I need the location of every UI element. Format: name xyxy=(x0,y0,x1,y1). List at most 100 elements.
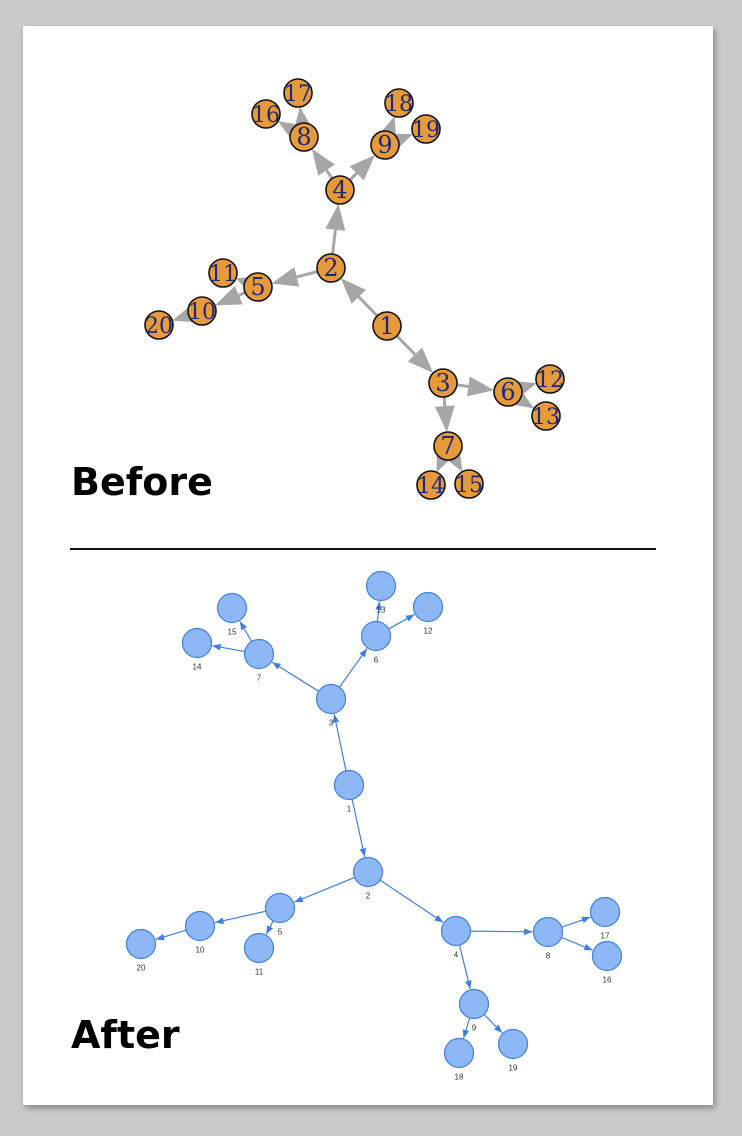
before-node-13: 13 xyxy=(531,401,561,431)
after-node-label: 17 xyxy=(601,932,610,941)
after-node-20[interactable]: 20 xyxy=(125,928,157,973)
before-node-7: 7 xyxy=(433,431,463,461)
edge-3-6 xyxy=(456,376,495,397)
after-node-label: 4 xyxy=(454,951,459,960)
before-node-label: 17 xyxy=(284,82,312,107)
divider xyxy=(70,548,656,550)
after-node-label: 12 xyxy=(424,627,433,636)
edge-1-3 xyxy=(395,334,434,374)
edge-7-15 xyxy=(239,621,253,642)
after-node-4[interactable]: 4 xyxy=(440,915,472,960)
edge-6-13 xyxy=(375,601,382,622)
before-node-2: 2 xyxy=(316,253,346,283)
before-node-8: 8 xyxy=(289,122,319,152)
after-node-11[interactable]: 11 xyxy=(243,932,275,977)
before-node-4: 4 xyxy=(325,175,355,205)
edge-4-9 xyxy=(458,944,472,990)
edge-5-10 xyxy=(214,286,246,306)
after-node-label: 9 xyxy=(472,1024,477,1033)
before-node-label: 8 xyxy=(296,123,311,151)
before-node-3: 3 xyxy=(428,368,458,398)
before-node-label: 20 xyxy=(145,314,173,339)
edge-5-11 xyxy=(265,920,274,935)
after-node-15[interactable]: 15 xyxy=(216,592,248,637)
before-node-label: 2 xyxy=(323,254,338,282)
after-node-label: 13 xyxy=(377,606,386,615)
after-node-2[interactable]: 2 xyxy=(352,856,384,901)
after-node-12[interactable]: 12 xyxy=(412,591,444,636)
edge-3-7 xyxy=(434,396,455,433)
after-node-label: 15 xyxy=(228,628,237,637)
after-node-label: 1 xyxy=(347,805,352,814)
edge-2-5 xyxy=(294,876,355,903)
edge-3-6 xyxy=(338,648,368,688)
before-node-label: 6 xyxy=(500,378,515,406)
after-node-label: 3 xyxy=(329,719,334,728)
edge-1-2 xyxy=(340,278,379,317)
edge-6-12 xyxy=(388,614,415,630)
before-node-17: 17 xyxy=(283,78,313,108)
after-node-label: 7 xyxy=(257,674,262,683)
after-node-label: 2 xyxy=(366,892,371,901)
after-node-13[interactable]: 13 xyxy=(365,570,397,615)
after-node-label: 18 xyxy=(455,1073,464,1082)
after-node-6[interactable]: 6 xyxy=(360,620,392,665)
after-node-5[interactable]: 5 xyxy=(264,892,296,937)
after-label: After xyxy=(71,1013,180,1057)
edge-2-4 xyxy=(325,203,346,255)
before-node-14: 14 xyxy=(416,470,446,500)
before-node-label: 11 xyxy=(209,262,237,287)
after-node-label: 6 xyxy=(374,656,379,665)
after-node-19[interactable]: 19 xyxy=(497,1028,529,1073)
edge-5-10 xyxy=(214,910,266,925)
before-node-16: 16 xyxy=(251,99,281,129)
after-node-1[interactable]: 1 xyxy=(333,769,365,814)
before-node-9: 9 xyxy=(370,130,400,160)
before-node-1: 1 xyxy=(372,311,402,341)
before-node-10: 10 xyxy=(187,296,217,326)
edge-4-9 xyxy=(348,154,376,182)
before-node-6: 6 xyxy=(493,377,523,407)
before-node-19: 19 xyxy=(411,114,441,144)
edge-9-18 xyxy=(462,1017,471,1039)
edge-4-8 xyxy=(470,928,533,936)
after-node-9[interactable]: 9 xyxy=(458,988,490,1033)
after-node-label: 8 xyxy=(546,952,551,961)
edge-8-17 xyxy=(561,916,591,928)
before-node-label: 10 xyxy=(188,300,216,325)
after-node-label: 11 xyxy=(255,968,264,977)
after-node-label: 5 xyxy=(278,928,283,937)
edge-3-7 xyxy=(271,661,320,692)
before-node-label: 9 xyxy=(377,131,392,159)
before-node-label: 5 xyxy=(250,273,265,301)
after-node-14[interactable]: 14 xyxy=(181,627,213,672)
before-node-18: 18 xyxy=(384,88,414,118)
before-node-label: 1 xyxy=(379,312,394,340)
before-node-label: 16 xyxy=(252,103,280,128)
edge-9-19 xyxy=(483,1013,503,1034)
after-node-3[interactable]: 3 xyxy=(315,683,347,728)
before-node-label: 12 xyxy=(536,368,564,393)
after-node-7[interactable]: 7 xyxy=(243,638,275,683)
before-node-5: 5 xyxy=(243,272,273,302)
after-node-8[interactable]: 8 xyxy=(532,916,564,961)
before-node-11: 11 xyxy=(208,258,238,288)
after-node-16[interactable]: 16 xyxy=(591,940,623,985)
edge-10-20 xyxy=(155,929,187,941)
edge-1-2 xyxy=(351,799,367,857)
before-node-12: 12 xyxy=(535,364,565,394)
after-node-10[interactable]: 10 xyxy=(184,910,216,955)
after-node-label: 10 xyxy=(196,946,205,955)
edge-7-14 xyxy=(212,643,245,653)
after-node-17[interactable]: 17 xyxy=(589,896,621,941)
before-node-label: 14 xyxy=(417,474,445,499)
after-node-18[interactable]: 18 xyxy=(443,1037,475,1082)
after-node-label: 19 xyxy=(509,1064,518,1073)
before-node-15: 15 xyxy=(454,469,484,499)
after-node-label: 16 xyxy=(603,976,612,985)
after-node-label: 14 xyxy=(193,663,202,672)
before-node-label: 13 xyxy=(532,405,560,430)
after-node-label: 20 xyxy=(137,964,146,973)
